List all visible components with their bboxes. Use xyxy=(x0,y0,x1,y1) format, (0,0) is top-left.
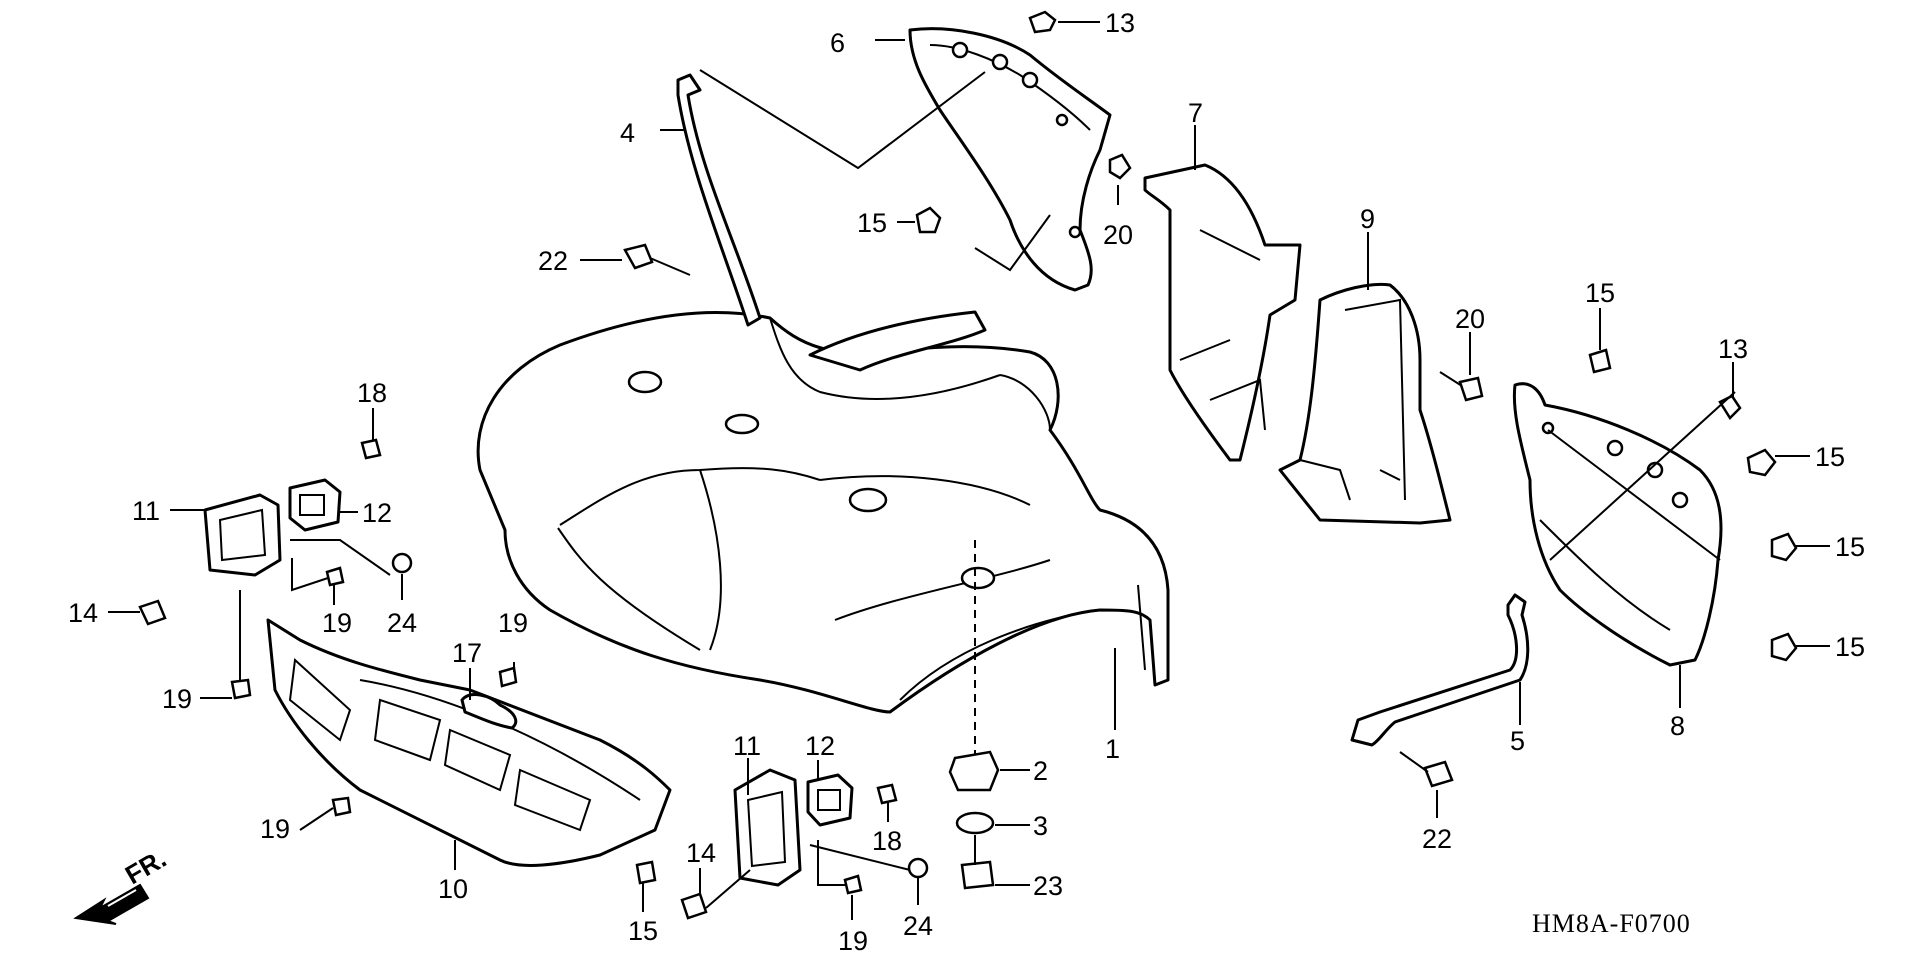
callout-15-right-b: 15 xyxy=(1835,532,1865,562)
callout-20-right: 20 xyxy=(1455,304,1485,334)
left-inner-panel xyxy=(1143,163,1302,462)
right-side-cover xyxy=(1512,382,1723,667)
callout-15-right-top: 15 xyxy=(1585,278,1615,308)
callout-19-lower: 19 xyxy=(838,926,868,956)
lower-bracket xyxy=(733,768,802,887)
callout-11-upper: 11 xyxy=(132,496,160,526)
callout-15-lower: 15 xyxy=(628,916,658,946)
callout-24-lower: 24 xyxy=(903,911,933,941)
callout-14-lower: 14 xyxy=(686,838,716,868)
left-stay xyxy=(676,73,762,327)
callout-5: 5 xyxy=(1510,726,1525,756)
fr-label: FR. xyxy=(120,843,171,890)
diagram-code: HM8A-F0700 xyxy=(1532,909,1691,938)
leader-lines xyxy=(108,21,1830,920)
callout-12-lower: 12 xyxy=(805,731,835,761)
callout-15-right-a: 15 xyxy=(1815,442,1845,472)
callout-24-upper: 24 xyxy=(387,608,417,638)
right-inner-panel xyxy=(1278,282,1452,525)
callout-1: 1 xyxy=(1105,734,1120,764)
callout-22-upper: 22 xyxy=(538,246,568,276)
front-fender xyxy=(476,310,1170,714)
callout-9: 9 xyxy=(1360,204,1375,234)
right-stay xyxy=(1350,593,1530,747)
callout-6b: 6 xyxy=(830,28,845,58)
callout-7: 7 xyxy=(1188,98,1203,128)
callout-18-lower: 18 xyxy=(872,826,902,856)
clip xyxy=(460,693,518,730)
callout-19-grille-right: 19 xyxy=(498,608,528,638)
callout-18-upper: 18 xyxy=(357,378,387,408)
callout-8: 8 xyxy=(1670,711,1685,741)
callout-3: 3 xyxy=(1033,811,1048,841)
fasteners xyxy=(138,10,1798,920)
callout-19-upper: 19 xyxy=(322,608,352,638)
callout-22-right: 22 xyxy=(1422,824,1452,854)
callout-2: 2 xyxy=(1033,756,1048,786)
left-side-cover xyxy=(908,27,1112,292)
callout-4: 4 xyxy=(620,118,635,148)
callout-13-upper: 13 xyxy=(1105,8,1135,38)
callout-19-bottom-left: 19 xyxy=(260,814,290,844)
upper-socket xyxy=(288,478,342,532)
callout-11-lower: 11 xyxy=(733,731,761,761)
callout-15-right-c: 15 xyxy=(1835,632,1865,662)
front-direction-arrow: FR. xyxy=(73,843,171,925)
callout-19-left: 19 xyxy=(162,684,192,714)
callout-12-upper: 12 xyxy=(362,498,392,528)
callout-14-upper: 14 xyxy=(68,598,98,628)
callout-17: 17 xyxy=(452,638,482,668)
callout-10: 10 xyxy=(438,874,468,904)
callout-20-upper: 20 xyxy=(1103,220,1133,250)
lower-socket xyxy=(806,773,854,827)
callout-labels-2: 1 2 3 4 5 6 7 8 9 10 11 11 12 12 13 13 1… xyxy=(68,8,1865,956)
callout-15-upper: 15 xyxy=(857,208,887,238)
callout-13-right: 13 xyxy=(1718,334,1748,364)
upper-bracket xyxy=(203,493,282,577)
callout-23: 23 xyxy=(1033,871,1063,901)
